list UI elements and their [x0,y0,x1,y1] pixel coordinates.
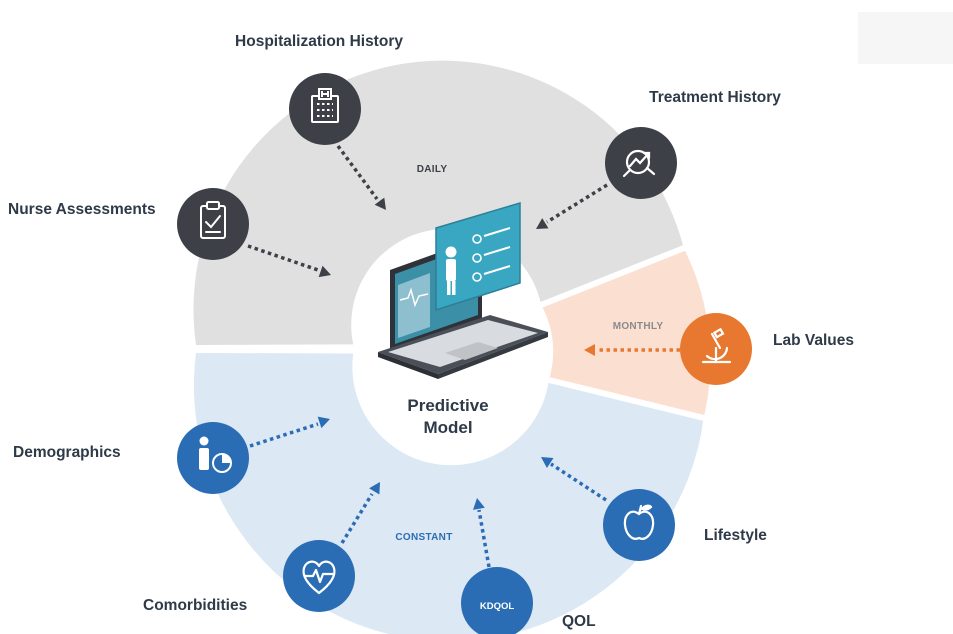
label-comorbidities: Comorbidities [143,597,247,614]
arrowhead [584,344,595,356]
microscope-icon [701,327,732,364]
arrow-qol [477,509,491,568]
qol-node: KDQOL [461,567,533,634]
label-hospitalization: Hospitalization History [235,33,403,50]
arrowhead [369,482,380,495]
arrow-treatment [546,183,608,224]
comorbidities-node [283,540,355,612]
heart-pulse-icon [302,560,336,595]
arrowhead [374,197,386,210]
corner-blank-box [858,12,953,64]
segment-label-monthly: MONTHLY [613,321,664,332]
apple-icon [623,504,655,540]
ring-separator [539,245,686,308]
arrowhead [541,457,554,469]
arrow-comorbidities [340,493,374,544]
person-pie-chart-icon [199,436,232,473]
segment-label-constant: CONSTANT [395,532,452,543]
nurse-node [177,188,249,260]
qol-badge-text: KDQOL [480,601,515,612]
arrowhead [536,218,549,229]
label-treatment: Treatment History [649,89,781,106]
segment-label-daily: DAILY [417,164,448,175]
arrowhead [317,416,330,429]
hospital-icon [311,88,339,123]
ring-separator [548,377,705,421]
label-demographics: Demographics [13,444,121,461]
center-title-line1: Predictive [407,396,488,415]
label-lifestyle: Lifestyle [704,527,767,544]
center-title-line2: Model [423,418,472,437]
demographics-node [177,422,249,494]
treatment-node [605,127,677,199]
laptop-icon [378,201,548,379]
analytics-magnifier-icon [622,149,656,178]
lab-node [680,313,752,385]
hospitalization-node [289,73,361,145]
arrowhead [318,265,331,278]
arrow-nurse [247,244,319,272]
label-nurse: Nurse Assessments [8,201,156,218]
label-qol: QOL [562,613,596,630]
lifestyle-node [603,489,675,561]
label-lab: Lab Values [773,332,854,349]
clipboard-check-icon [200,201,226,239]
arrow-demographics [249,422,319,448]
arrowhead [473,498,485,510]
